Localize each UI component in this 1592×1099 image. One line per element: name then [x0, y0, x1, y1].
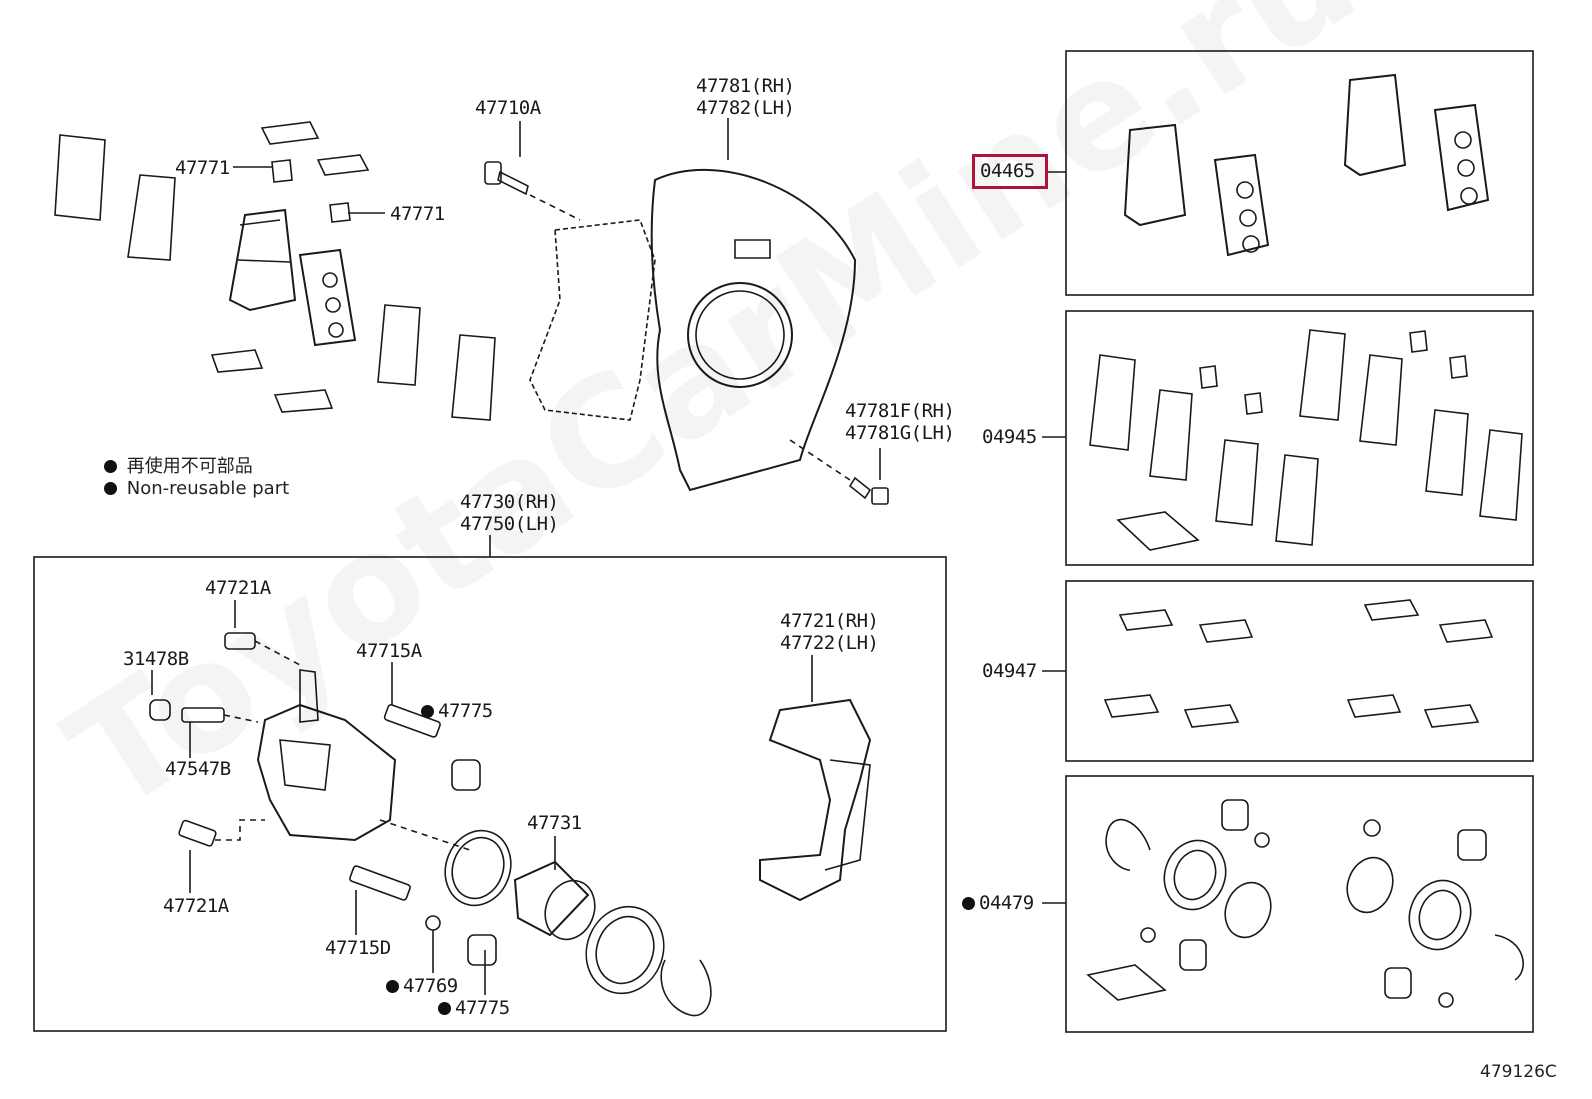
bolt-47710A: [484, 161, 529, 196]
label-47775-b: 47775: [438, 997, 510, 1019]
legend-en: Non-reusable part: [104, 478, 289, 499]
label-47781-rh: 47781(RH): [696, 75, 795, 97]
label-04945[interactable]: 04945: [982, 426, 1037, 448]
bleeder-47547B: [181, 707, 225, 723]
pin-47715A: [383, 703, 441, 738]
kit-04947-clips: [1103, 599, 1494, 728]
piston-47731: [513, 860, 596, 941]
label-47731: 47731: [527, 812, 582, 834]
label-04465[interactable]: 04465: [980, 160, 1035, 182]
label-31478B: 31478B: [123, 648, 189, 670]
dust-shield: [650, 168, 857, 492]
label-47721A-bottom: 47721A: [163, 895, 229, 917]
label-47715D: 47715D: [325, 937, 391, 959]
label-47710A: 47710A: [475, 97, 541, 119]
kit-04945-shims: [1089, 329, 1523, 551]
kit-box-04945: [1065, 310, 1534, 566]
label-47715A: 47715A: [356, 640, 422, 662]
nonreusable-dot: [438, 1002, 451, 1015]
label-04947[interactable]: 04947: [982, 660, 1037, 682]
label-47771-a: 47771: [175, 157, 230, 179]
label-04479[interactable]: 04479: [962, 892, 1034, 914]
kit-04465-pads: [1123, 73, 1490, 257]
label-47721-rh: 47721(RH): [780, 610, 879, 632]
label-47721A-top: 47721A: [205, 577, 271, 599]
kit-box-04479: [1065, 775, 1534, 1033]
boot-47775: [451, 759, 481, 791]
washer-47769: [425, 915, 441, 931]
label-47769: 47769: [386, 975, 458, 997]
bleeder-47721A: [224, 632, 256, 650]
nonreusable-dot: [421, 705, 434, 718]
legend-dot: [104, 460, 117, 473]
snap-ring: [660, 959, 712, 1017]
caliper-body: [256, 669, 397, 842]
pin-47715D: [349, 865, 411, 901]
kit-box-04465: [1065, 50, 1534, 296]
label-47781G-lh: 47781G(LH): [845, 422, 955, 444]
label-47775-a: 47775: [421, 700, 493, 722]
seal-ring: [444, 829, 512, 907]
legend-jp: 再使用不可部品: [104, 452, 253, 478]
legend-dot: [104, 482, 117, 495]
kit-04479-seals: [1086, 799, 1524, 1008]
label-47730-rh: 47730(RH): [460, 491, 559, 513]
diagram-code: 479126C: [1480, 1062, 1557, 1082]
cap-31478B: [149, 699, 171, 721]
label-47547B: 47547B: [165, 758, 231, 780]
piston-boot: [585, 905, 665, 995]
highlight-04465: [972, 154, 1048, 189]
nonreusable-dot: [962, 897, 975, 910]
brake-pads-exploded: [54, 121, 496, 421]
label-47782-lh: 47782(LH): [696, 97, 795, 119]
bolt-47781F: [848, 476, 889, 505]
bolt-47721A: [178, 819, 217, 847]
label-47722-lh: 47722(LH): [780, 632, 879, 654]
label-47781F-rh: 47781F(RH): [845, 400, 955, 422]
label-47750-lh: 47750(LH): [460, 513, 559, 535]
label-47771-b: 47771: [390, 203, 445, 225]
caliper-mounting-47721: [759, 698, 872, 902]
nonreusable-dot: [386, 980, 399, 993]
kit-box-04947: [1065, 580, 1534, 762]
boot-47775-b: [467, 934, 497, 966]
